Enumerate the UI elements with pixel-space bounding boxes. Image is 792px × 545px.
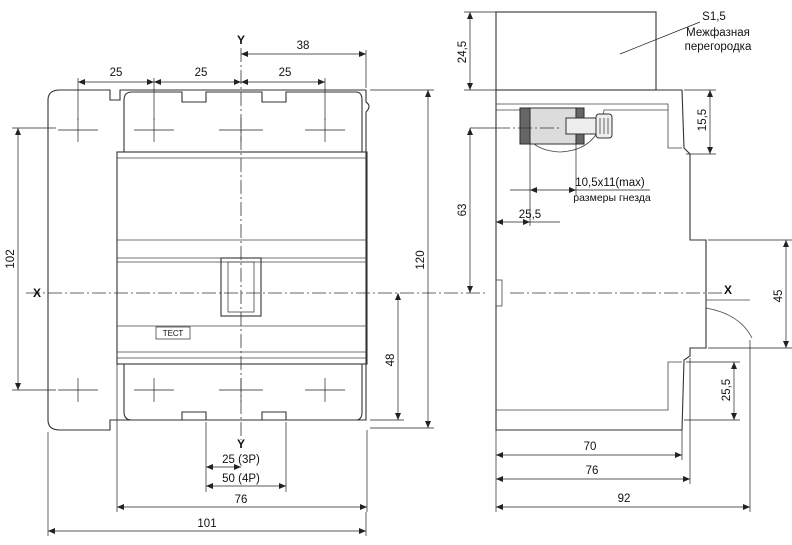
side-boss [495,279,503,307]
dim-handle-3p: 25 (3P) [222,454,260,466]
dim-pitch-3: 25 [279,67,292,79]
dim-pitch-1: 25 [110,67,123,79]
dim-height-right: 120 [415,250,427,269]
side-terminal-top [496,103,682,149]
barrier-name-line-2: перегородка [685,41,752,53]
dim-width-total: 101 [197,518,216,530]
side-handle-line-2 [705,307,753,339]
side-top-dimensions [464,11,496,293]
dim-depth-2: 76 [586,465,599,477]
side-terminal-bottom [496,361,682,411]
front-axis-x-label: X [33,286,41,300]
dim-terminal-height: 15,5 [697,109,709,131]
side-lower-dim [684,361,740,421]
dim-width-body: 76 [235,494,248,506]
dim-axis-to-bottom: 48 [385,354,397,367]
dim-depth-total: 92 [618,493,631,505]
dim-offset-top: 38 [297,40,310,52]
dim-height-left: 102 [5,249,17,268]
front-right-dimensions [370,89,434,429]
dim-terminal-depth: 25,5 [519,209,541,221]
dim-depth-1: 70 [584,441,597,453]
socket-caption: размеры гнезда [573,192,651,204]
phase-barrier [495,11,657,91]
dim-barrier-height: 24,5 [457,41,469,63]
front-top-terminal-block [123,91,363,153]
front-view: ТЕСТ Y Y X 25 [5,33,486,536]
dim-handle-height: 45 [773,290,785,303]
socket-size: 10,5x11(max) [575,177,645,189]
test-button [155,326,191,340]
barrier-leader [619,21,701,55]
front-axis-y-top-label: Y [237,33,245,47]
dim-pitch-2: 25 [195,67,208,79]
terminal-cross-marks [58,118,345,402]
terminal-clamp-left [519,107,531,145]
test-button-label: ТЕСТ [163,329,184,338]
barrier-name-line-1: Межфазная [686,27,750,39]
dim-lower-offset: 25,5 [721,379,733,401]
terminal-screw-body [565,117,597,135]
front-axis-y-bottom-label: Y [237,437,245,451]
front-left-dimension [12,127,56,391]
dim-axis-to-terminal: 63 [457,204,469,217]
barrier-material: S1,5 [702,11,726,23]
front-bottom-terminal-block [123,363,363,421]
dim-handle-4p: 50 (4P) [222,473,260,485]
side-bottom-dimensions [495,340,751,512]
side-view: X S1,5 Межфазная перегородка 24,5 63 15,… [457,11,792,512]
front-top-dimensions [77,50,367,120]
side-terminal-height-dim [684,89,716,155]
front-outer-contour [47,89,370,431]
front-bottom-dimensions [47,364,368,536]
socket-size-dims [496,144,650,226]
side-axis-x-label: X [724,283,732,297]
